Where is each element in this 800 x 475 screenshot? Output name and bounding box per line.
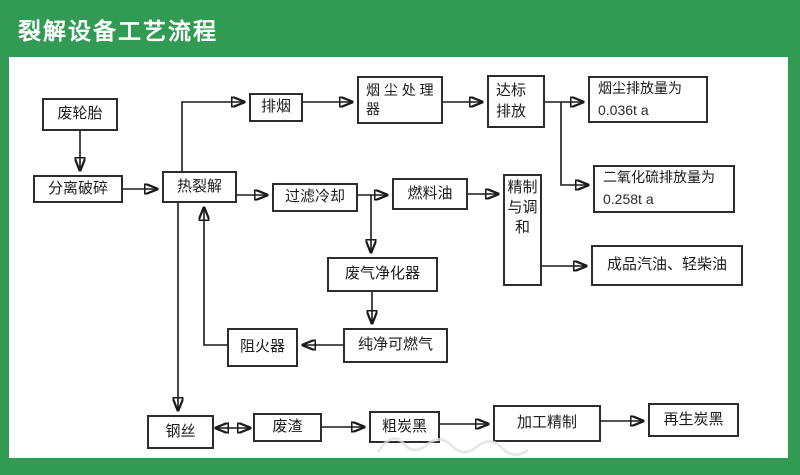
node-separation-crushing: 分离破碎 — [33, 175, 123, 203]
page-title: 裂解设备工艺流程 — [18, 17, 218, 44]
node-standard-discharge: 达标 排放 — [487, 75, 545, 128]
dust-emission-value: 0.036t a — [598, 101, 649, 118]
dust-emission-label: 烟尘排放量为 — [598, 79, 682, 96]
node-finished-gasoline-diesel: 成品汽油、轻柴油 — [591, 245, 743, 286]
node-smoke-exhaust: 排烟 — [249, 93, 303, 122]
title-bar: 裂解设备工艺流程 — [0, 0, 800, 57]
so2-emission-value: 0.258t a — [603, 191, 654, 207]
node-filter-cooling: 过滤冷却 — [272, 183, 358, 212]
node-crude-carbon-black: 粗炭黑 — [369, 411, 440, 443]
node-clean-combustible-gas: 纯净可燃气 — [343, 328, 448, 363]
node-regenerated-carbon-black: 再生炭黑 — [648, 403, 739, 437]
node-dust-emission-amount: 烟尘排放量为 0.036t a — [588, 76, 708, 123]
node-processing-refining: 加工精制 — [493, 405, 601, 442]
node-flame-arrester: 阻火器 — [227, 328, 298, 367]
node-pyrolysis: 热裂解 — [162, 171, 237, 203]
node-so2-emission-amount: 二氧化硫排放量为 0.258t a — [593, 165, 735, 213]
node-waste-residue: 废渣 — [253, 413, 322, 442]
node-fuel-oil: 燃料油 — [392, 178, 468, 210]
node-steel-wire: 钢丝 — [147, 415, 214, 449]
node-waste-tire: 废轮胎 — [42, 98, 118, 131]
node-waste-gas-purifier: 废气净化器 — [327, 257, 438, 292]
so2-emission-label: 二氧化硫排放量为 — [603, 169, 715, 186]
node-dust-processor: 烟 尘 处 理 器 — [357, 76, 443, 124]
node-refine-and-blend: 精制与调和 — [503, 174, 542, 286]
